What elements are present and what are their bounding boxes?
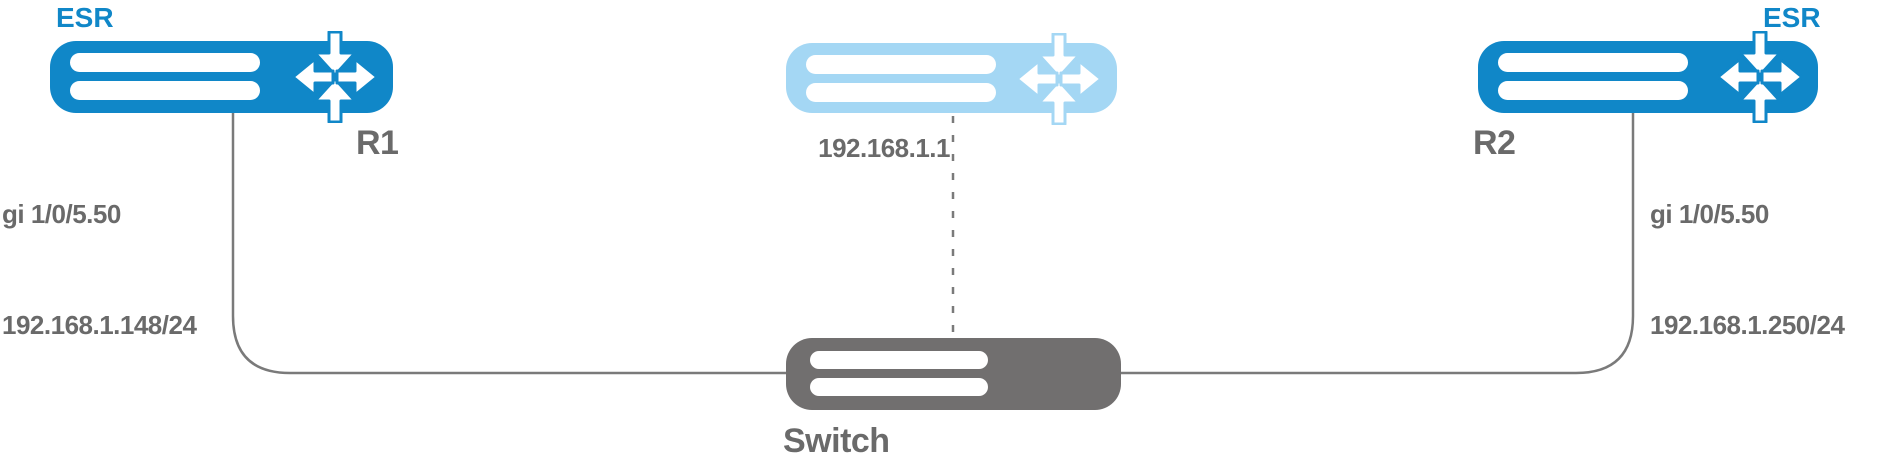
r1-interface-label: gi 1/0/5.50 xyxy=(2,199,121,229)
r2-ip-label: 192.168.1.250/24 xyxy=(1650,310,1845,340)
router-slot-bar xyxy=(1498,53,1688,72)
router-arrows-icon xyxy=(291,31,379,123)
r1-ip-label: 192.168.1.148/24 xyxy=(2,310,197,340)
r2-interface-label: gi 1/0/5.50 xyxy=(1650,199,1769,229)
switch-slot-bar xyxy=(810,351,988,369)
link-r2-switch xyxy=(1121,113,1635,375)
router-slot-bar xyxy=(806,83,996,102)
r2-vendor-label: ESR xyxy=(1763,2,1821,33)
r2-name-label: R2 xyxy=(1473,124,1516,162)
router-slot-bar xyxy=(806,55,996,74)
link-r1-switch xyxy=(231,113,786,375)
router-slot-bar xyxy=(70,53,260,72)
switch-name-label: Switch xyxy=(783,422,890,460)
router-slot-bar xyxy=(1498,81,1688,100)
router-r1 xyxy=(50,31,393,123)
virtual-router-ip-label: 192.168.1.1 xyxy=(818,133,950,163)
router-arrows-icon xyxy=(1716,31,1804,123)
router-slot-bar xyxy=(70,81,260,100)
r1-interface-info: gi 1/0/5.50 192.168.1.148/24 xyxy=(2,122,197,418)
router-r2 xyxy=(1478,31,1818,123)
r1-vendor-label: ESR xyxy=(56,2,114,33)
switch xyxy=(786,338,1121,410)
r2-interface-info: gi 1/0/5.50 192.168.1.250/24 xyxy=(1650,122,1845,418)
r1-name-label: R1 xyxy=(356,124,399,162)
virtual-router xyxy=(786,33,1117,125)
router-arrows-icon xyxy=(1015,33,1103,125)
switch-slot-bar xyxy=(810,378,988,396)
